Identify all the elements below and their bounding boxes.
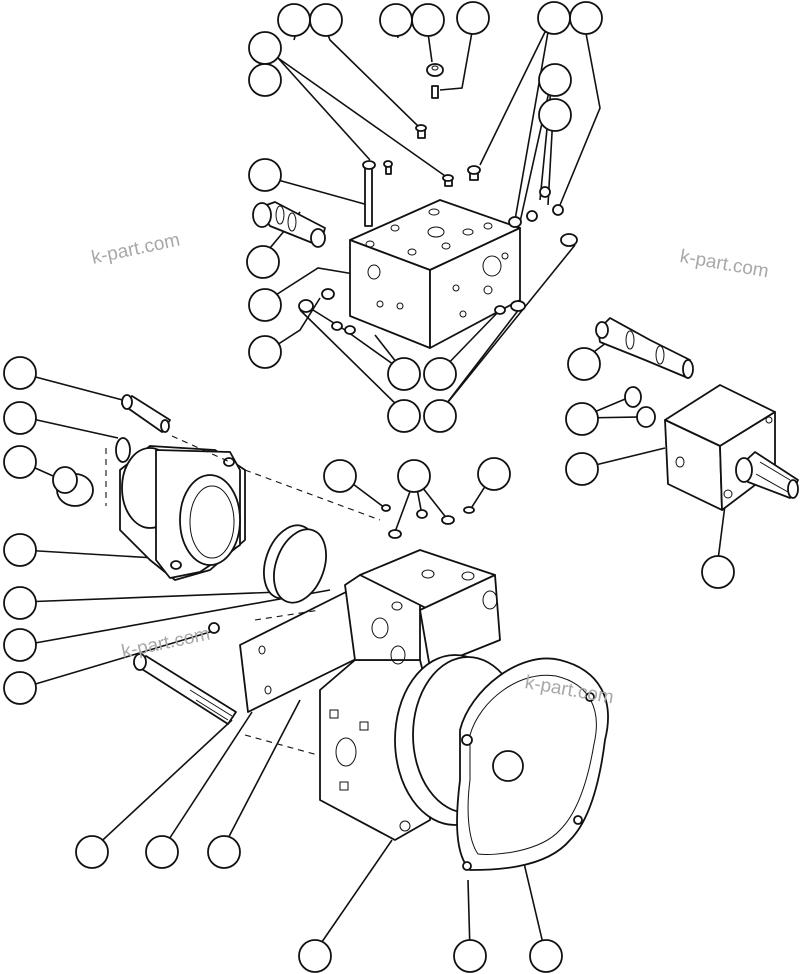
callout-bubble <box>3 628 37 662</box>
callout-bubble <box>453 939 487 973</box>
callout-bubble <box>423 357 457 391</box>
callout-bubble <box>248 31 282 65</box>
callout-bubble <box>477 457 511 491</box>
callout-bubble <box>456 1 490 35</box>
flange-fitting <box>52 394 246 581</box>
callout-bubble <box>248 288 282 322</box>
callout-bubble <box>569 1 603 35</box>
callout-bubble <box>298 939 332 973</box>
callout-bubble <box>379 3 413 37</box>
callout-bubble <box>3 445 37 479</box>
callout-bubble <box>3 671 37 705</box>
callout-bubble <box>567 347 601 381</box>
callout-bubble <box>323 459 357 493</box>
callout-circles <box>3 1 735 973</box>
callout-bubble <box>207 835 241 869</box>
callout-bubble <box>248 335 282 369</box>
callout-bubble <box>248 63 282 97</box>
valve-block <box>252 63 578 349</box>
callout-bubble <box>411 3 445 37</box>
callout-bubble <box>145 835 179 869</box>
pump-housing <box>239 469 609 871</box>
callout-bubble <box>277 3 311 37</box>
callout-bubble <box>538 98 572 132</box>
auxiliary-block <box>664 384 799 511</box>
o-rings <box>624 386 656 428</box>
callout-bubble <box>387 399 421 433</box>
small-o-rings <box>381 504 475 539</box>
callout-bubble <box>246 245 280 279</box>
callout-bubble <box>387 357 421 391</box>
callout-bubble <box>3 356 37 390</box>
callout-bubble <box>397 459 431 493</box>
callout-bubble <box>3 586 37 620</box>
long-bolt <box>133 622 237 725</box>
callout-bubble <box>538 63 572 97</box>
callout-bubble <box>309 3 343 37</box>
callout-bubble <box>537 1 571 35</box>
callout-bubble <box>3 533 37 567</box>
callout-bubble <box>565 402 599 436</box>
drive-shaft <box>595 317 694 379</box>
callout-bubble <box>565 452 599 486</box>
callout-bubble <box>3 401 37 435</box>
callout-bubble <box>75 835 109 869</box>
callout-bubble <box>423 399 457 433</box>
callout-bubble <box>248 158 282 192</box>
callout-bubble <box>529 939 563 973</box>
o-ring-pair <box>263 524 327 604</box>
callout-bubble <box>701 555 735 589</box>
